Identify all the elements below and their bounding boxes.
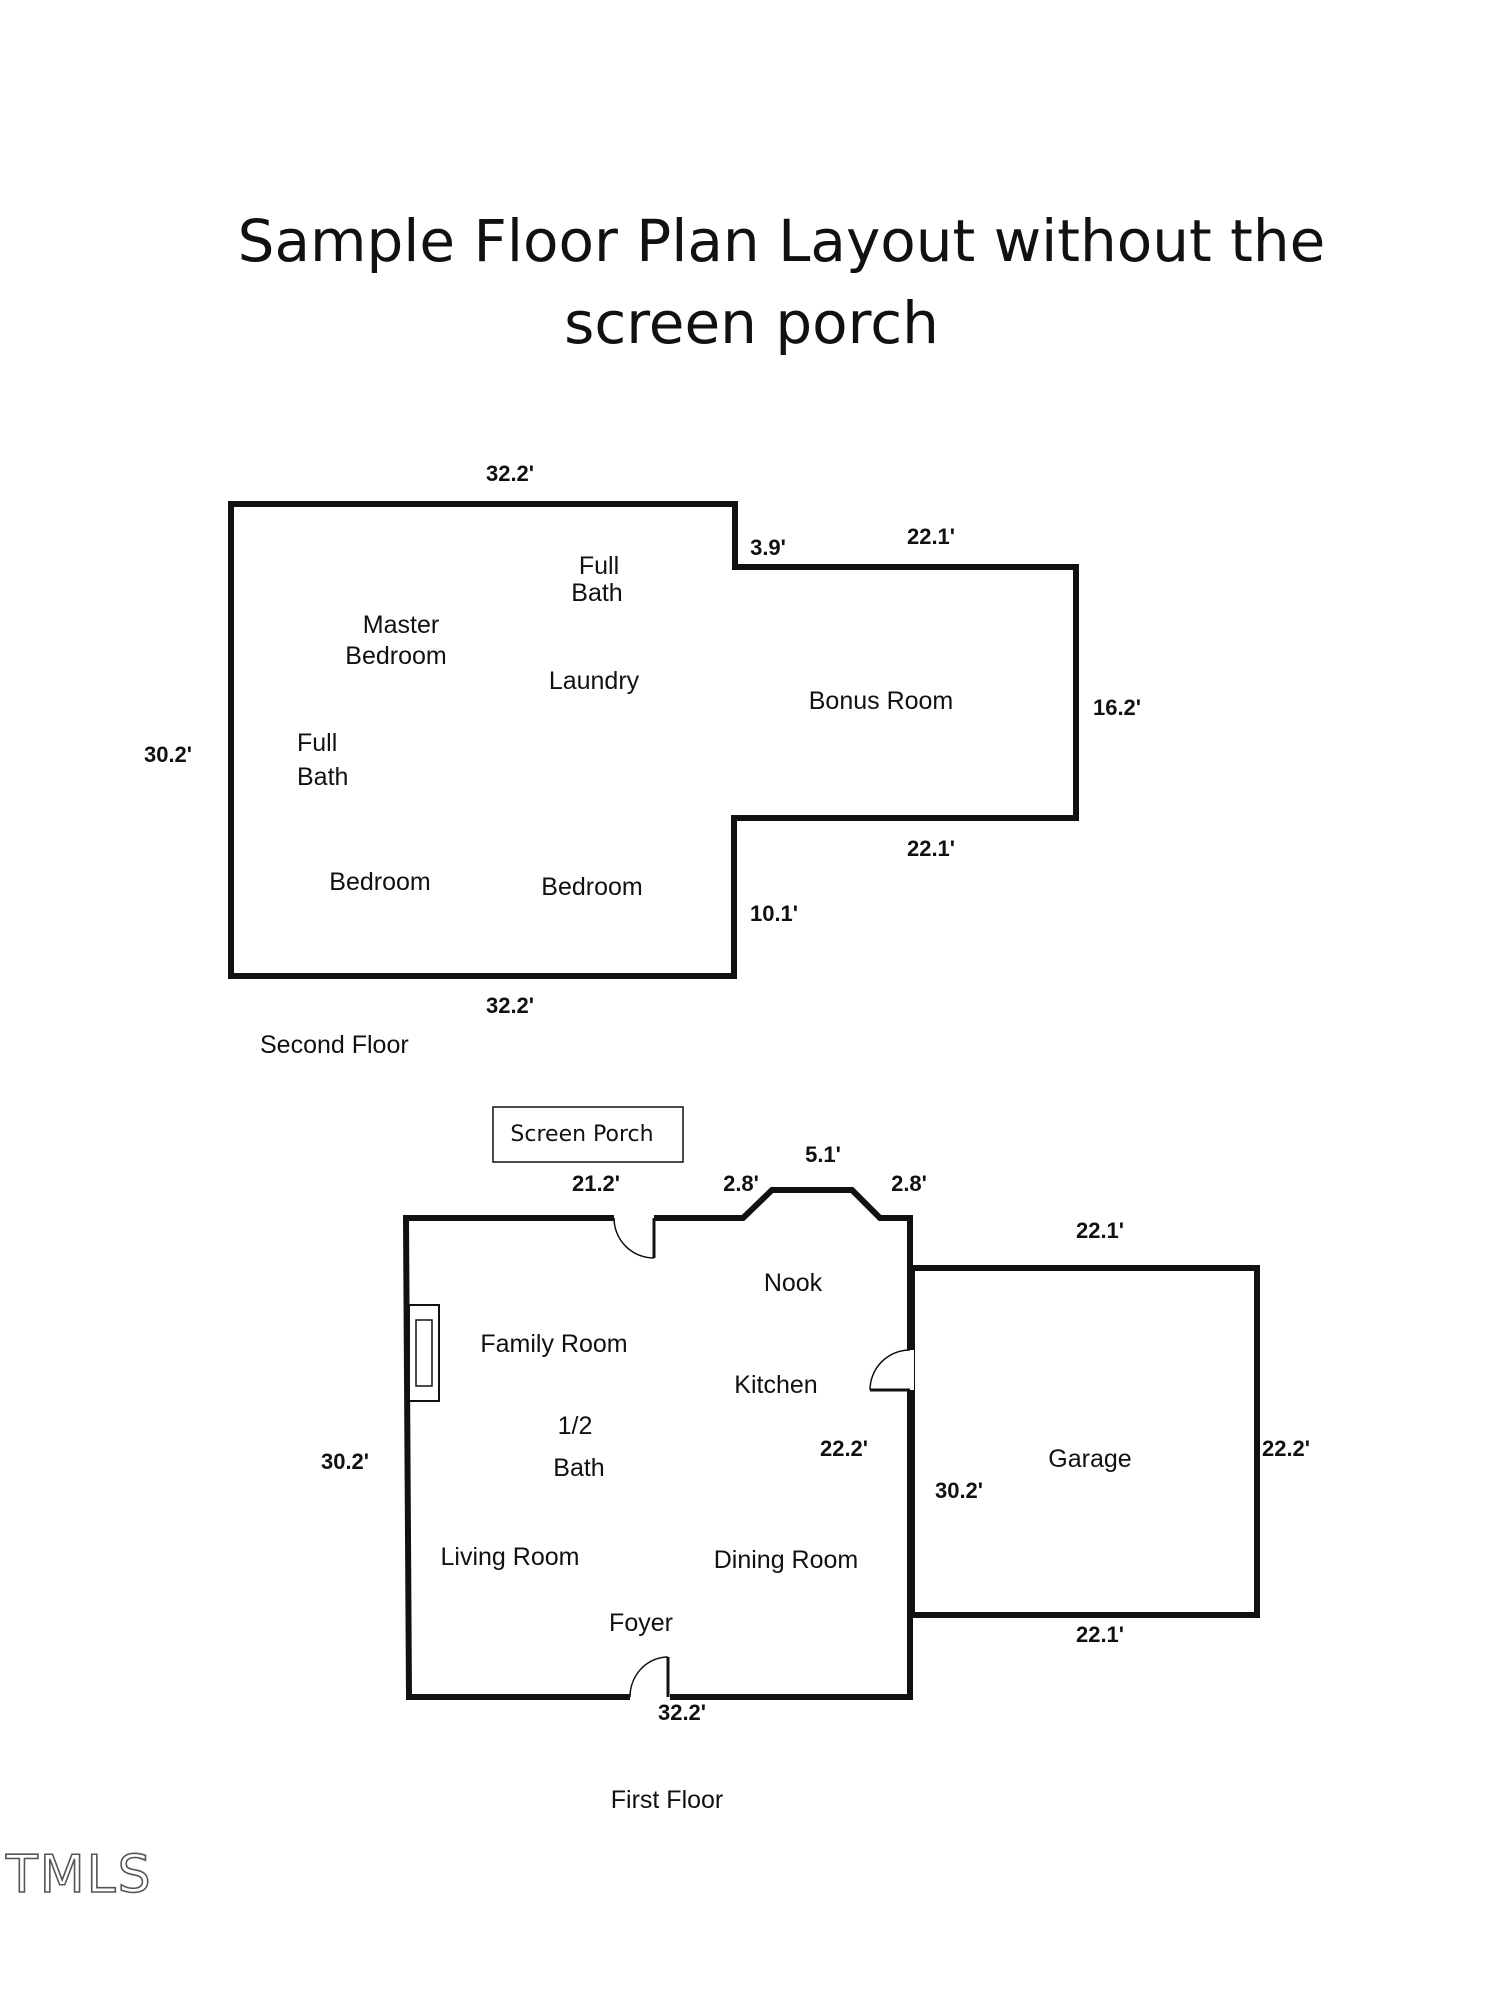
dim-second-left: 30.2' [144, 742, 192, 767]
room-garage: Garage [1048, 1445, 1131, 1473]
second-floor-outline [228, 501, 1079, 979]
dim-first-bay-right: 2.8' [891, 1171, 927, 1196]
room-family: Family Room [480, 1330, 627, 1358]
dim-first-bottom: 32.2' [658, 1700, 706, 1725]
dim-second-wing-bottom: 22.1' [907, 836, 955, 861]
room-bedroom-left: Bedroom [329, 868, 430, 896]
room-nook: Nook [764, 1269, 823, 1297]
fireplace [408, 1304, 440, 1402]
fireplace-hearth [415, 1319, 433, 1387]
dim-second-right: 16.2' [1093, 695, 1141, 720]
room-living: Living Room [441, 1543, 580, 1571]
label-first-floor: First Floor [611, 1786, 724, 1814]
title-line-1: Sample Floor Plan Layout without the [237, 207, 1326, 275]
dim-second-top: 32.2' [486, 461, 534, 486]
first-floor-outline [402, 1187, 913, 1700]
screen-porch-label: Screen Porch [510, 1122, 653, 1147]
door-front [629, 1656, 670, 1701]
room-half-bath-line1: 1/2 [558, 1412, 593, 1440]
door-top [613, 1215, 656, 1259]
room-full-bath-top-line1: Full [579, 552, 619, 580]
room-dining: Dining Room [714, 1546, 859, 1574]
room-full-bath-top-line2: Bath [571, 579, 622, 607]
room-foyer: Foyer [609, 1609, 673, 1637]
room-master-line2: Bedroom [345, 642, 446, 670]
dim-first-bay-left: 2.8' [723, 1171, 759, 1196]
room-laundry: Laundry [549, 667, 640, 695]
room-master-line1: Master [363, 611, 439, 639]
tmls-logo: TMLS [5, 1845, 153, 1905]
dim-first-garage-right: 22.2' [1262, 1436, 1310, 1461]
room-bonus: Bonus Room [809, 687, 954, 715]
dim-first-garage-left: 30.2' [935, 1478, 983, 1503]
dim-first-top-left: 21.2' [572, 1171, 620, 1196]
dim-first-kitchen-wall: 22.2' [820, 1436, 868, 1461]
room-kitchen: Kitchen [734, 1371, 817, 1399]
room-full-bath-left-line1: Full [297, 729, 337, 757]
label-second-floor: Second Floor [260, 1031, 409, 1059]
room-half-bath-line2: Bath [553, 1454, 604, 1482]
title-line-2: screen porch [564, 289, 939, 357]
dim-second-bottom: 32.2' [486, 993, 534, 1018]
room-full-bath-left-line2: Bath [297, 763, 348, 791]
dim-first-garage-top: 22.1' [1076, 1218, 1124, 1243]
garage-outline [909, 1265, 1260, 1618]
dim-second-step-top: 3.9' [750, 535, 786, 560]
room-bedroom-right: Bedroom [541, 873, 642, 901]
dim-first-bay-top: 5.1' [805, 1142, 841, 1167]
dim-second-wing-top: 22.1' [907, 524, 955, 549]
door-garage [869, 1349, 914, 1392]
dim-first-garage-bottom: 22.1' [1076, 1622, 1124, 1647]
dim-first-left: 30.2' [321, 1449, 369, 1474]
screen-porch-box [492, 1106, 684, 1163]
dim-second-step-bottom: 10.1' [750, 901, 798, 926]
